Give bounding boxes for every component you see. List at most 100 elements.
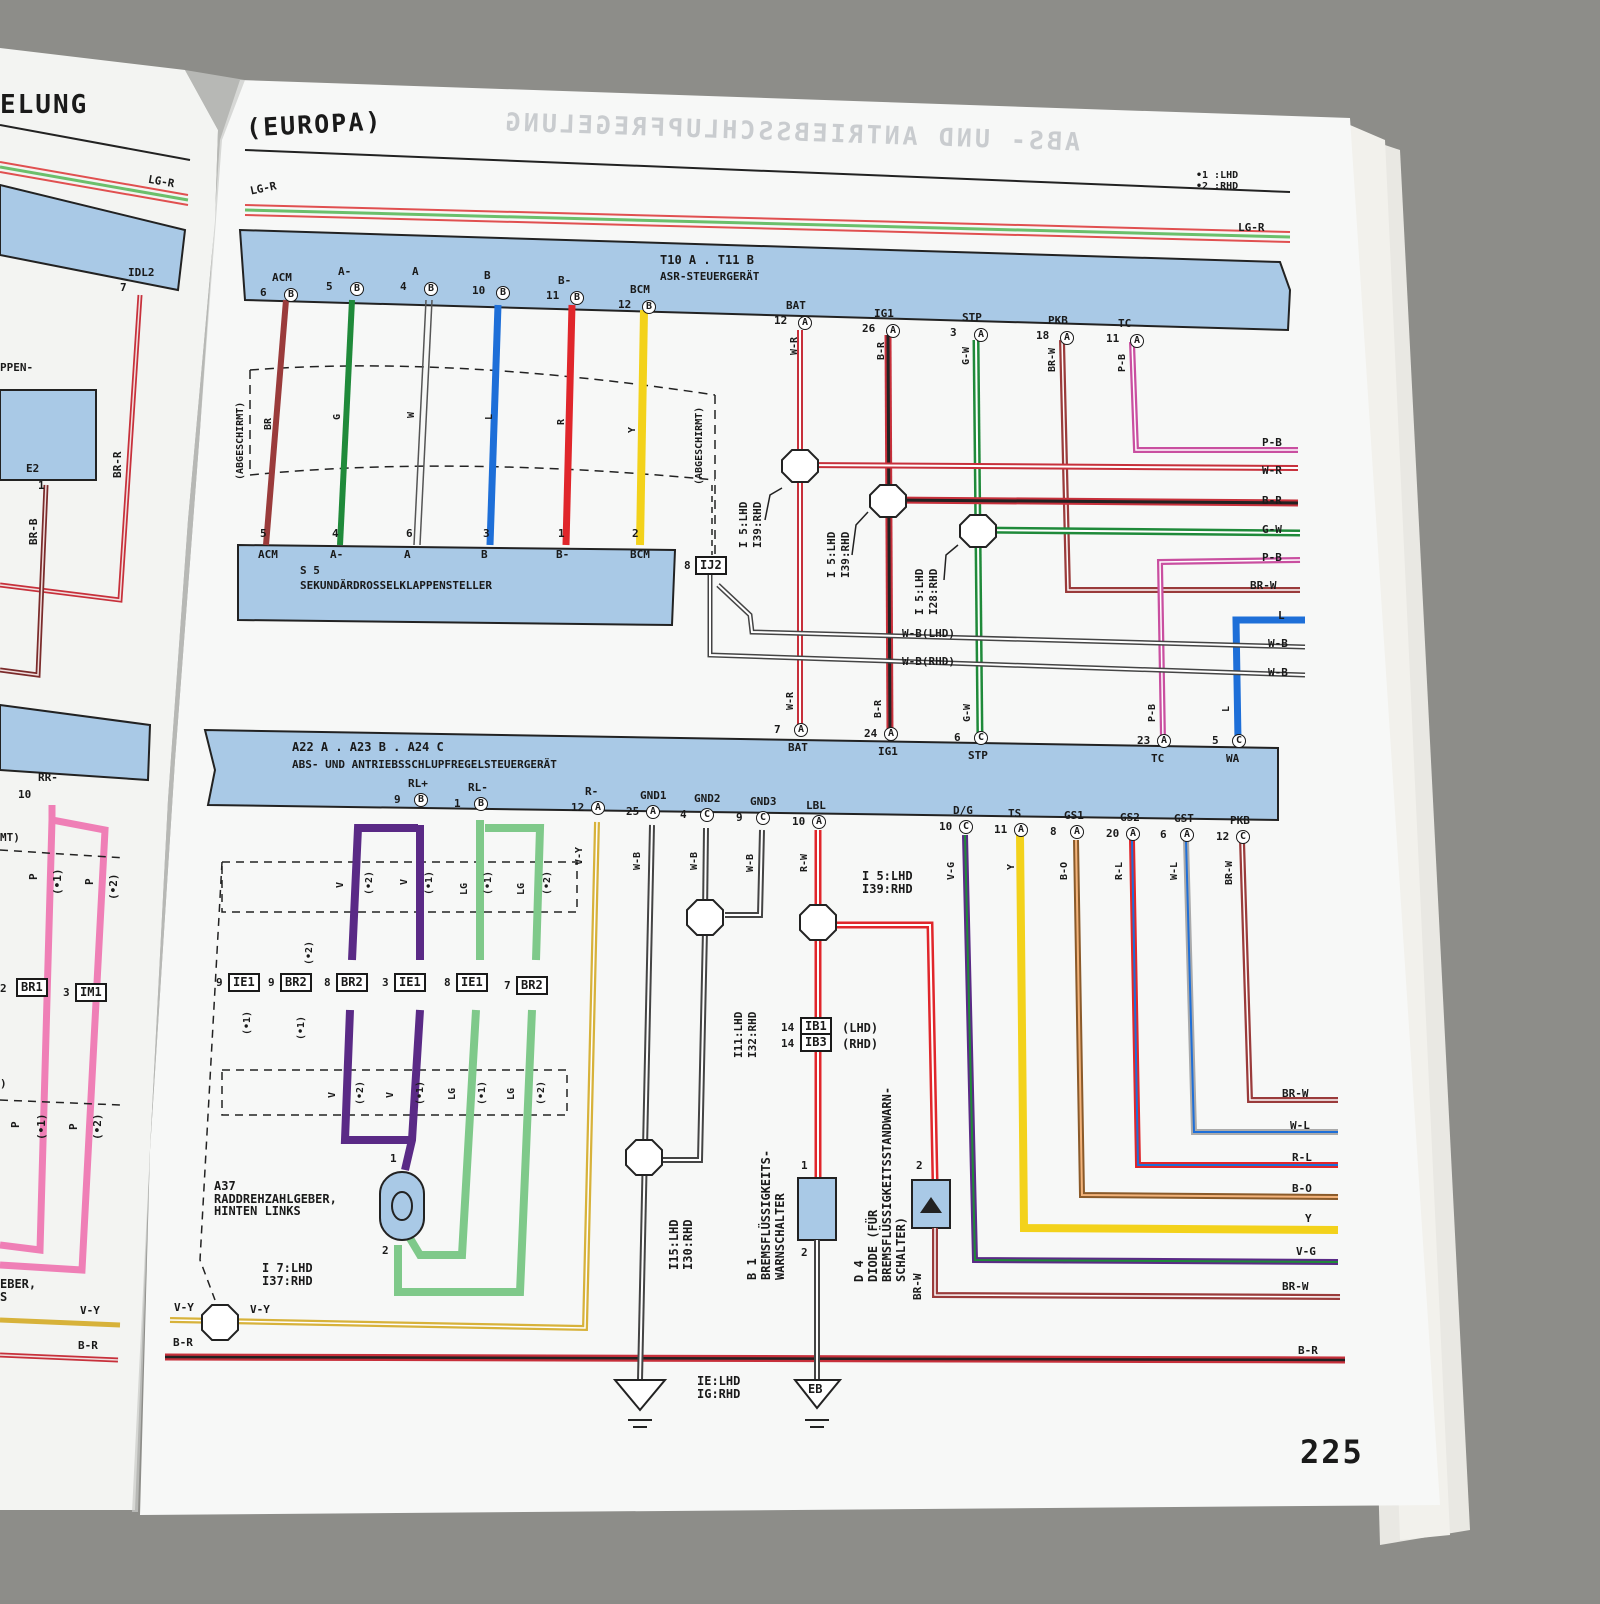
wire-label: W-R bbox=[1262, 464, 1282, 477]
wire-label: R-W bbox=[799, 853, 810, 872]
abs-pin-number: 4 bbox=[680, 808, 687, 821]
connector-ij2: IJ2 bbox=[695, 556, 727, 575]
abs-pin-connector: C bbox=[974, 731, 988, 745]
abs-pin-label: LBL bbox=[806, 799, 826, 812]
note: (•1) bbox=[477, 1080, 488, 1105]
abs-pin-label: GST bbox=[1174, 812, 1194, 825]
asr-pin-label: IG1 bbox=[874, 307, 894, 320]
left-page-header: ELUNG bbox=[0, 90, 89, 120]
abs-pin-number: 25 bbox=[626, 805, 640, 818]
connector-box: BR2 bbox=[280, 973, 312, 992]
connector-pin: 8 bbox=[684, 559, 691, 572]
splice-note: I39:RHD bbox=[862, 882, 913, 896]
note: (•1) bbox=[483, 870, 494, 895]
actuator-pin-label: A- bbox=[330, 548, 344, 561]
asr-pin-label: A bbox=[412, 265, 419, 278]
asr-ecu-block bbox=[238, 228, 1292, 332]
abs-pin-connector: C bbox=[700, 808, 714, 822]
abs-pin-connector: A bbox=[1070, 825, 1084, 839]
wire-label: V-G bbox=[946, 861, 957, 880]
wire-label: B-O bbox=[1292, 1182, 1312, 1195]
shield-label: (ABGESCHIRMT) bbox=[694, 406, 705, 485]
abs-pin-connector: C bbox=[959, 820, 973, 834]
wire-color-label: BR bbox=[263, 417, 274, 430]
wire-label: LG-R bbox=[1238, 221, 1265, 234]
splice-note: I 5:LHD bbox=[825, 531, 838, 578]
abs-pin-connector: A bbox=[646, 805, 660, 819]
wire-label: BR-W bbox=[1282, 1087, 1309, 1100]
wire-label: V-Y bbox=[574, 846, 585, 865]
actuator-pin-number: 2 bbox=[632, 527, 639, 540]
abs-pin-label: TS bbox=[1008, 807, 1022, 820]
connector-pin: 14 bbox=[781, 1037, 795, 1050]
box-label: PPEN- bbox=[0, 361, 34, 374]
wire-label: R-L bbox=[1292, 1151, 1312, 1164]
connector-pin: 7 bbox=[504, 979, 511, 992]
actuator-pin-number: 4 bbox=[332, 527, 339, 540]
wire-label: BR-W bbox=[1250, 579, 1277, 592]
abs-pin-connector: A bbox=[1014, 823, 1028, 837]
abs-pin-number: 20 bbox=[1106, 827, 1120, 840]
sensor-id: A37 bbox=[214, 1179, 236, 1193]
wire-label: BR-B bbox=[27, 518, 40, 546]
abs-pin-connector: B bbox=[414, 793, 428, 807]
abs-pin-connector: C bbox=[1232, 734, 1246, 748]
wire-label: Y bbox=[1305, 1212, 1312, 1225]
asr-pin-number: 5 bbox=[326, 280, 333, 293]
wire-label: V-G bbox=[1296, 1245, 1316, 1258]
abs-pin-connector: A bbox=[1157, 734, 1171, 748]
abs-pin-number: 9 bbox=[394, 793, 401, 806]
actuator-pin-number: 5 bbox=[260, 527, 267, 540]
note: (•1) bbox=[51, 868, 64, 896]
actuator-pin-number: 1 bbox=[558, 527, 565, 540]
abs-pin-connector: C bbox=[756, 811, 770, 825]
abs-ecu-name: ABS- UND ANTRIEBSSCHLUPFREGELSTEUERGERÄT bbox=[292, 758, 557, 771]
actuator-block bbox=[237, 543, 677, 627]
asr-pin-connector: B bbox=[284, 288, 298, 302]
wire-label: V bbox=[385, 1091, 396, 1098]
actuator-pin-label: A bbox=[404, 548, 411, 561]
abs-pin-connector: A bbox=[884, 727, 898, 741]
abs-ecu-block bbox=[203, 728, 1279, 822]
wire-color-label: BR-W bbox=[1047, 347, 1058, 372]
actuator-pin-number: 3 bbox=[483, 527, 490, 540]
asr-pin-label: ACM bbox=[272, 271, 292, 284]
wire-label: P bbox=[83, 878, 96, 885]
note: (•1) bbox=[35, 1113, 48, 1141]
asr-pin-number: 12 bbox=[618, 298, 632, 311]
wire-label: B-O bbox=[1059, 861, 1070, 880]
asr-pin-label: PKB bbox=[1048, 314, 1068, 327]
wire-label: B-R bbox=[1298, 1344, 1318, 1357]
wire-label: V-Y bbox=[80, 1304, 100, 1317]
connector-pin: 3 bbox=[63, 986, 70, 999]
asr-pin-label: STP bbox=[962, 311, 982, 324]
partial-text: ) bbox=[0, 1077, 7, 1090]
switch-name: BREMSFLÜSSIGKEITS- bbox=[759, 1149, 773, 1280]
asr-pin-connector: A bbox=[1130, 334, 1144, 348]
abs-pin-number: 10 bbox=[792, 815, 806, 828]
wire-label: W-B bbox=[1268, 637, 1288, 650]
abs-ecu-id: A22 A . A23 B . A24 C bbox=[292, 740, 444, 754]
abs-pin-number: 12 bbox=[1216, 830, 1230, 843]
wire-label: R-L bbox=[1114, 861, 1125, 880]
wire-label: B-R bbox=[78, 1339, 98, 1352]
sensor-text: S bbox=[0, 1290, 8, 1304]
asr-pin-connector: B bbox=[570, 291, 584, 305]
asr-pin-connector: A bbox=[886, 324, 900, 338]
switch-pin: 1 bbox=[801, 1159, 808, 1172]
actuator-pin-label: ACM bbox=[258, 548, 278, 561]
wire-label: L bbox=[1221, 705, 1232, 712]
abs-pin-label: PKB bbox=[1230, 814, 1250, 827]
switch-id: B 1 bbox=[745, 1258, 759, 1280]
wire-label: LG bbox=[459, 882, 470, 895]
abs-pin-label: IG1 bbox=[878, 745, 898, 758]
splice-note: I39:RHD bbox=[839, 531, 852, 578]
note: (•1) bbox=[296, 1015, 307, 1040]
wire-label: W-B bbox=[745, 853, 756, 872]
wire-label: V bbox=[327, 1091, 338, 1098]
abs-pin-number: 12 bbox=[571, 801, 585, 814]
wire-label: LG bbox=[447, 1087, 458, 1100]
wire-label: BR-W bbox=[1282, 1280, 1309, 1293]
actuator-pin-number: 6 bbox=[406, 527, 413, 540]
actuator-name: SEKUNDÄRDROSSELKLAPPENSTELLER bbox=[300, 579, 493, 592]
